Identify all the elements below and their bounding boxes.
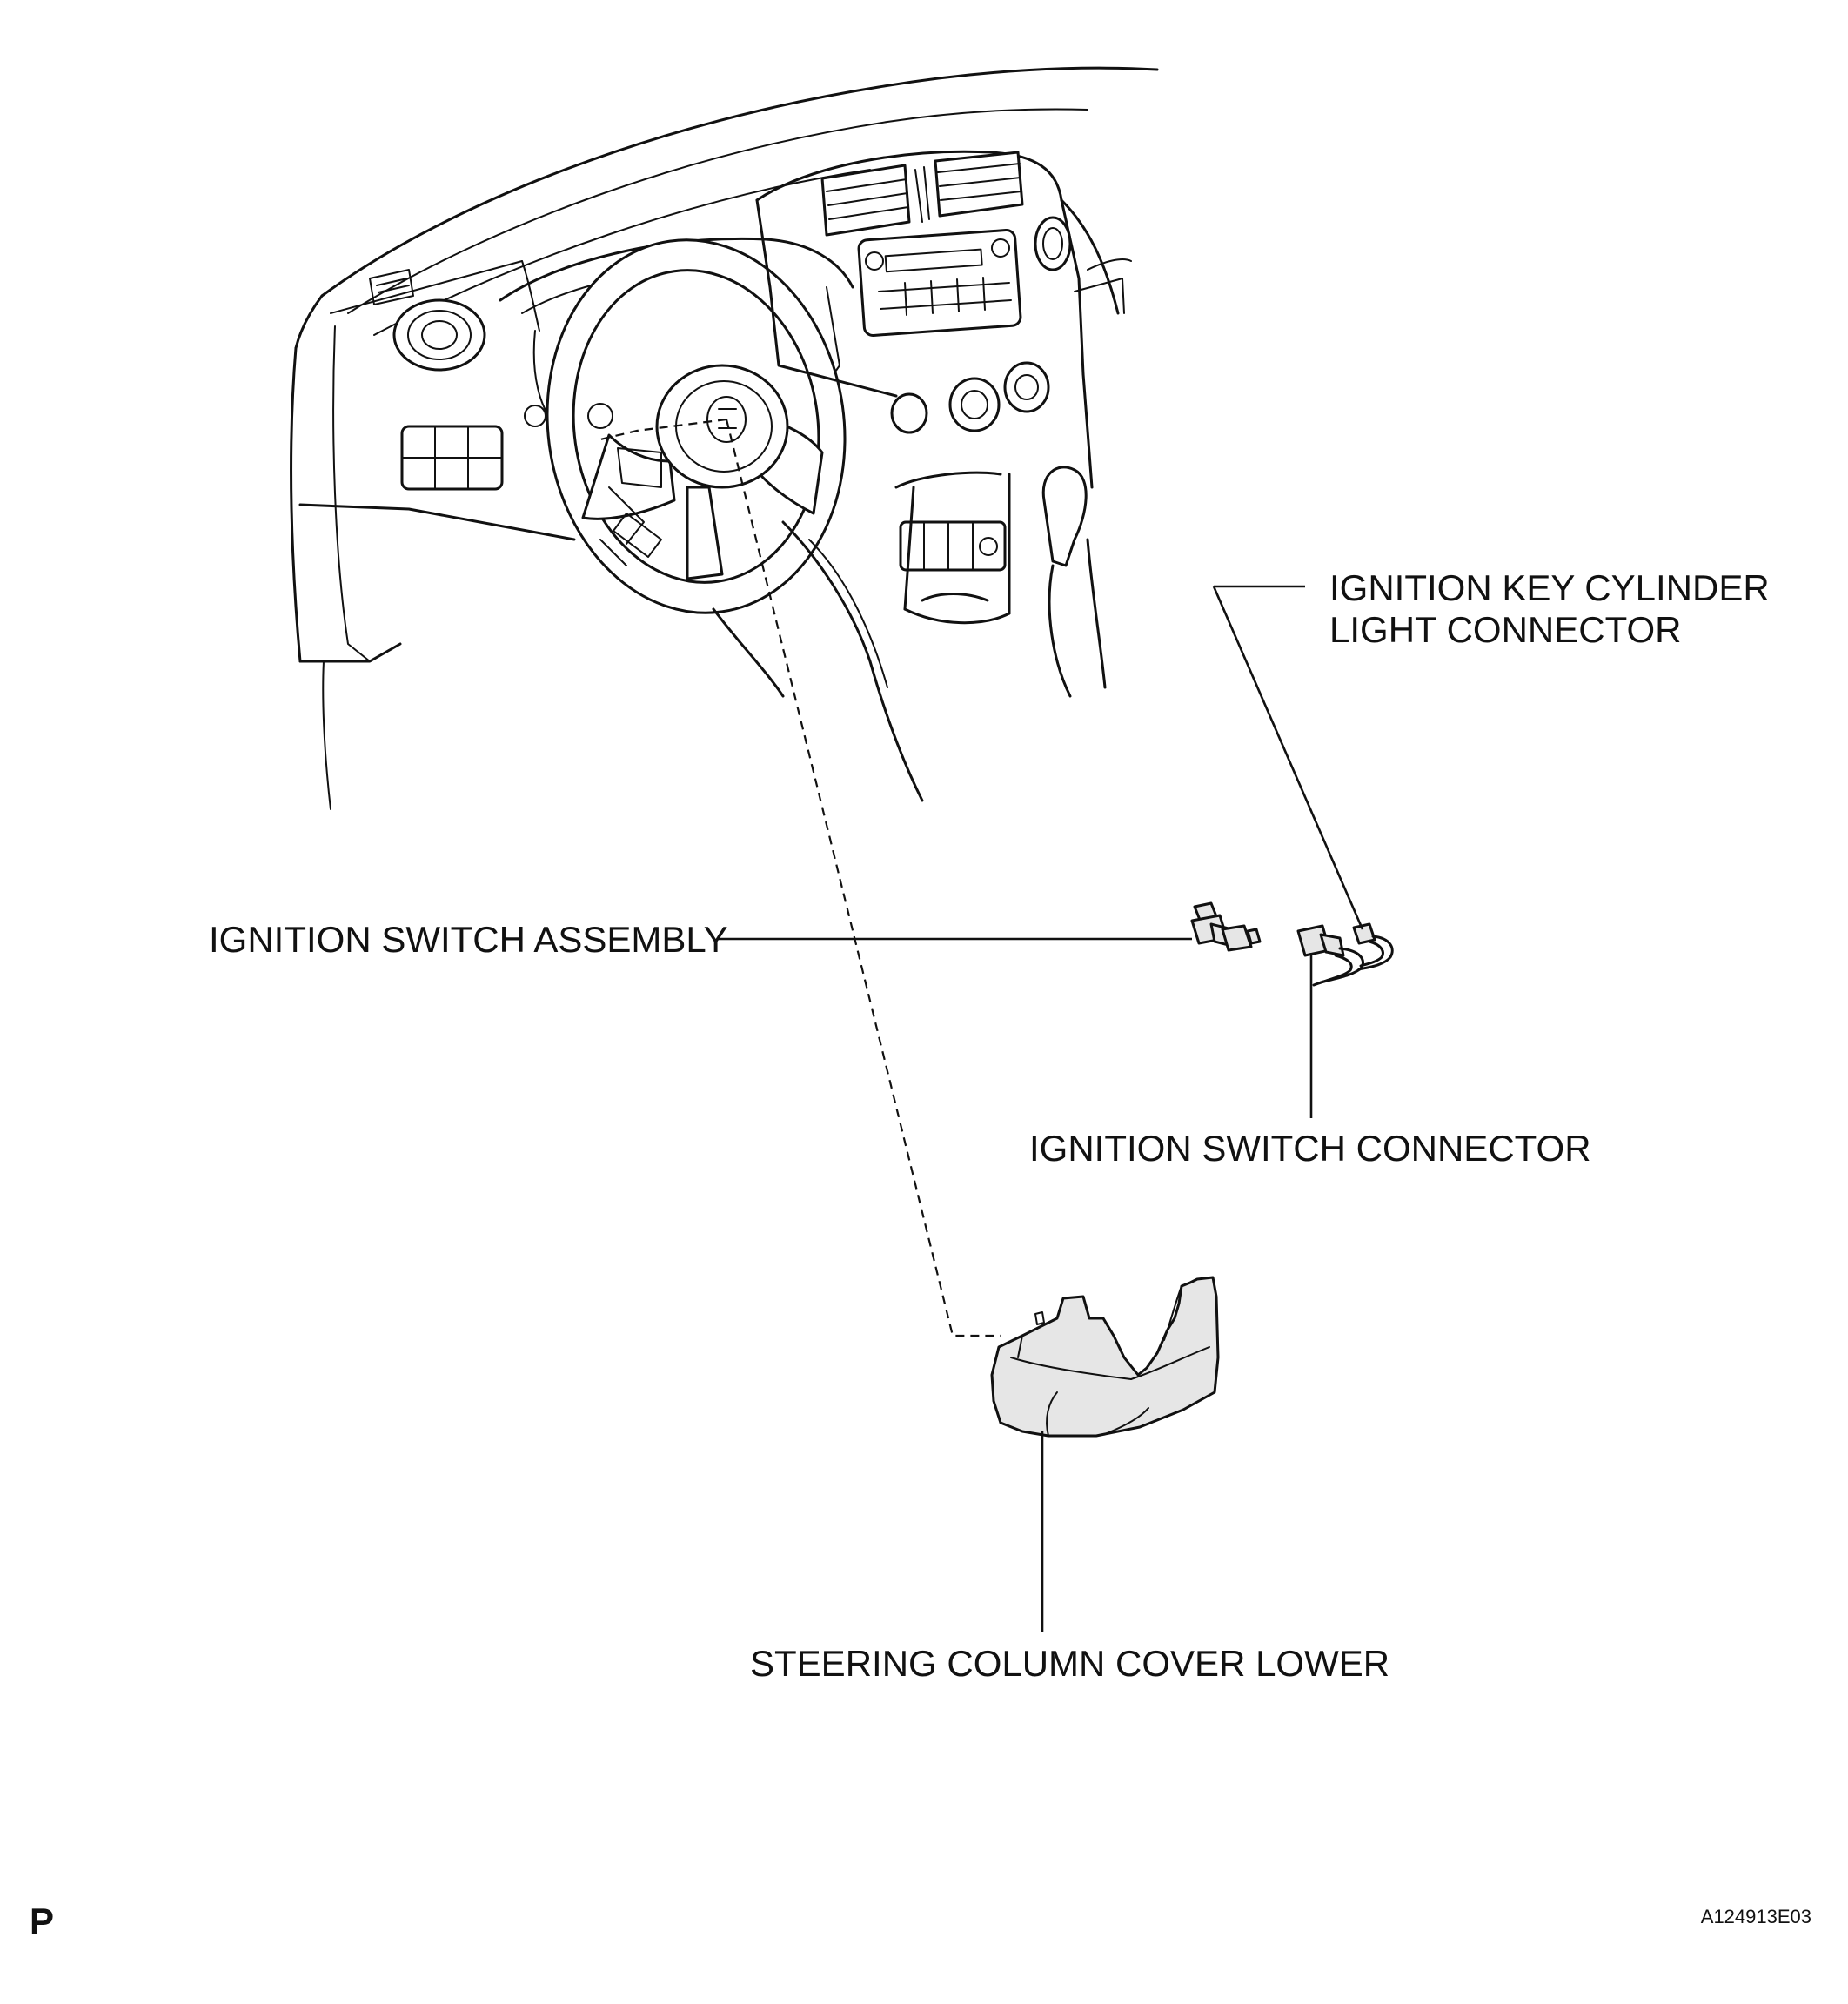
label-key-cylinder-line1: IGNITION KEY CYLINDER — [1329, 567, 1770, 608]
figure-code: A124913E03 — [1701, 1906, 1811, 1927]
label-switch-assembly: IGNITION SWITCH ASSEMBLY — [209, 919, 728, 960]
ignition-switch-connector-part — [1296, 924, 1364, 987]
left-air-vent — [392, 298, 486, 372]
steering-wheel — [546, 238, 847, 614]
leader-lines — [718, 585, 1364, 1632]
label-column-cover: STEERING COLUMN COVER LOWER — [750, 1643, 1389, 1684]
dashboard-illustration — [290, 66, 1159, 810]
key-cylinder-light-connector-part — [1352, 922, 1394, 971]
corner-mark: P — [30, 1900, 54, 1941]
assembly-dashed-lines — [599, 418, 1001, 1337]
ignition-switch-assembly-part — [1190, 901, 1262, 952]
column-switch-area — [524, 403, 662, 566]
label-key-cylinder-line2: LIGHT CONNECTOR — [1329, 609, 1682, 650]
steering-column-cover-lower-part — [990, 1276, 1220, 1438]
center-console — [755, 150, 1107, 698]
left-switch-panel — [400, 425, 504, 491]
label-switch-connector: IGNITION SWITCH CONNECTOR — [1029, 1128, 1591, 1169]
